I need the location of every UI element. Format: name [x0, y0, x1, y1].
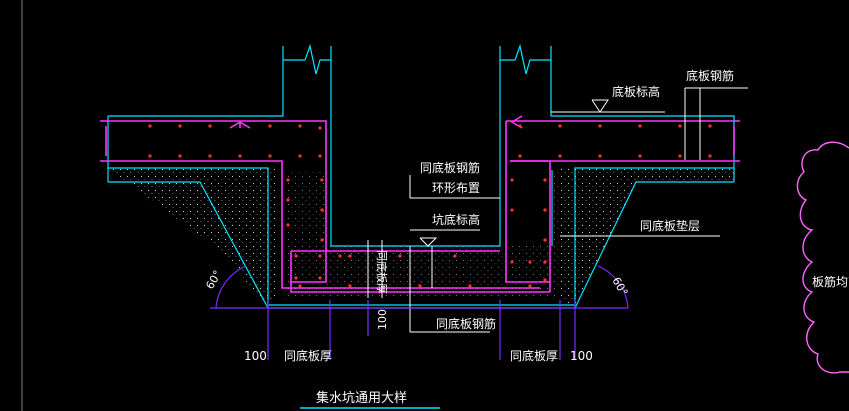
- label-dim-100-right: 100: [570, 349, 593, 363]
- leader-lines: [409, 87, 748, 333]
- label-angle-left: 60°: [203, 268, 224, 291]
- cushion-fill-right: [560, 168, 734, 308]
- drawing-title: 集水坑通用大样: [316, 390, 407, 406]
- thickness-marker: [367, 240, 383, 298]
- cushion-fill-left: [108, 168, 275, 308]
- label-pit-bottom-elevation: 坑底标高: [432, 212, 480, 227]
- rebar-lines: [100, 115, 740, 293]
- label-dim-100-left: 100: [244, 349, 267, 363]
- label-slab-thickness-left: 同底板厚: [284, 348, 332, 363]
- label-slab-thickness-vertical: 同底板厚: [375, 250, 389, 294]
- label-slab-thickness-right: 同底板厚: [510, 348, 558, 363]
- label-bottom-rebar: 同底板钢筋: [436, 316, 496, 331]
- pit-concrete-hatch: [285, 170, 560, 298]
- label-ring-rebar-line2: 环形布置: [432, 181, 480, 195]
- label-dim-100-vertical: 100: [376, 309, 389, 330]
- label-ring-rebar-line1: 同底板钢筋: [420, 160, 480, 175]
- label-slab-cushion: 同底板垫层: [640, 218, 700, 233]
- rebar-section-dots: [148, 124, 712, 288]
- revision-cloud: [796, 141, 849, 374]
- label-angle-right: 60°: [609, 275, 630, 298]
- label-side-note: 板筋均弯: [812, 274, 849, 289]
- dimension-lines: [210, 265, 629, 360]
- label-slab-rebar: 底板钢筋: [686, 68, 734, 83]
- label-slab-top-elevation: 底板标高: [612, 84, 660, 99]
